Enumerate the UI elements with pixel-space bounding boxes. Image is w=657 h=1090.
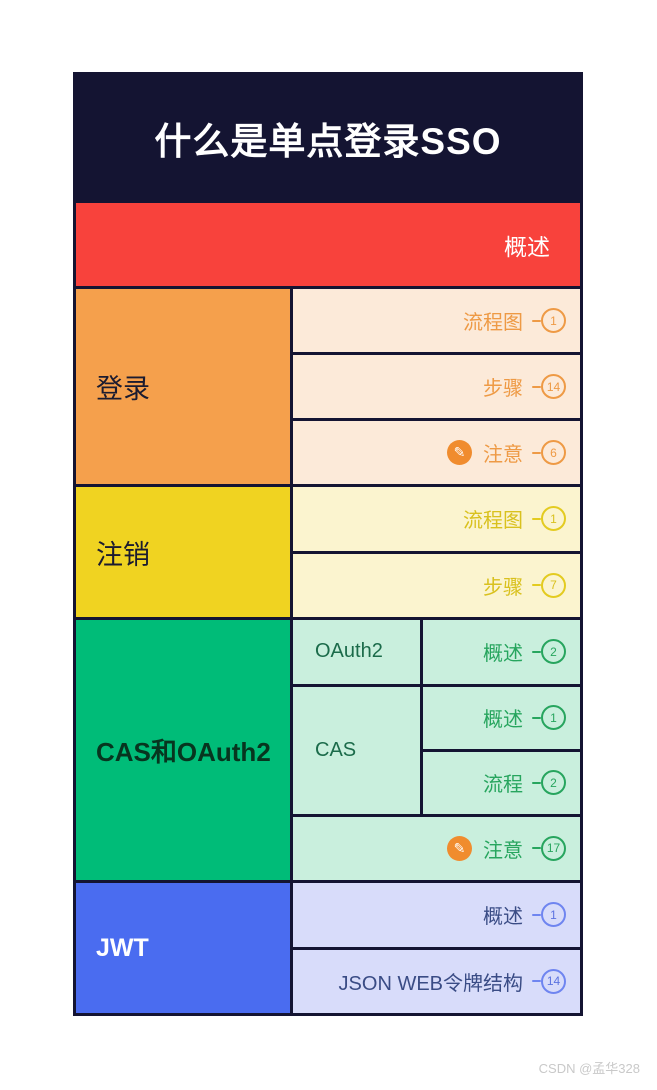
oauth2-row: OAuth2 概述 2 <box>293 620 580 684</box>
cas-leaf-column: 概述 1 流程 2 <box>423 686 580 814</box>
leaf-label: 流程图 <box>463 510 523 533</box>
badge-count: 6 <box>541 440 566 465</box>
collapse-badge[interactable]: 14 <box>532 968 566 994</box>
section-jwt: JWT 概述 1 JSON WEB令牌结构 14 <box>76 883 580 1013</box>
badge-count: 2 <box>541 639 566 665</box>
logout-leaves: 流程图 1 步骤 7 <box>293 487 580 617</box>
collapse-badge[interactable]: 1 <box>532 506 566 532</box>
badge-dash-icon <box>532 913 541 916</box>
leaf-cas-note[interactable]: ✎ 注意 17 <box>293 816 580 880</box>
pencil-note-icon: ✎ <box>447 835 472 861</box>
section-login: 登录 流程图 1 步骤 14 ✎ 注意 6 <box>76 289 580 484</box>
badge-dash-icon <box>532 980 541 983</box>
leaf-label: 注意 <box>483 839 523 862</box>
leaf-oauth2-overview[interactable]: 概述 2 <box>423 620 580 684</box>
leaf-label: JSON WEB令牌结构 <box>338 972 523 995</box>
collapse-badge[interactable]: 2 <box>532 770 566 795</box>
leaf-label: 流程 <box>483 774 523 796</box>
leaf-label: 流程图 <box>463 312 523 334</box>
leaf-logout-steps[interactable]: 步骤 7 <box>293 553 580 617</box>
node-cas[interactable]: CAS <box>293 686 420 814</box>
leaf-logout-flowchart[interactable]: 流程图 1 <box>293 487 580 551</box>
branch-overview[interactable]: 概述 <box>76 203 580 286</box>
section-logout: 注销 流程图 1 步骤 7 <box>76 487 580 617</box>
branch-login[interactable]: 登录 <box>76 289 290 484</box>
jwt-leaves: 概述 1 JSON WEB令牌结构 14 <box>293 883 580 1013</box>
collapse-badge[interactable]: 1 <box>532 308 566 333</box>
login-leaves: 流程图 1 步骤 14 ✎ 注意 6 <box>293 289 580 484</box>
leaf-label: 注意 <box>483 444 523 466</box>
leaf-label: 概述 <box>483 709 523 731</box>
branch-cas-oauth2[interactable]: CAS和OAuth2 <box>76 620 290 880</box>
badge-dash-icon <box>532 650 541 653</box>
badge-count: 17 <box>541 835 566 861</box>
branch-logout[interactable]: 注销 <box>76 487 290 617</box>
branch-jwt[interactable]: JWT <box>76 883 290 1013</box>
badge-dash-icon <box>532 385 541 388</box>
cas-row: CAS 概述 1 流程 2 <box>293 686 580 814</box>
cas-note-row: ✎ 注意 17 <box>293 816 580 880</box>
cas-right-grid: OAuth2 概述 2 CAS 概述 1 流程 <box>293 620 580 880</box>
csdn-watermark: CSDN @孟华328 <box>538 1061 640 1076</box>
leaf-login-flowchart[interactable]: 流程图 1 <box>293 289 580 352</box>
badge-dash-icon <box>532 781 541 784</box>
collapse-badge[interactable]: 6 <box>532 440 566 465</box>
leaf-cas-overview[interactable]: 概述 1 <box>423 686 580 749</box>
badge-count: 1 <box>541 506 566 532</box>
badge-count: 1 <box>541 902 566 928</box>
badge-count: 1 <box>541 705 566 730</box>
node-oauth2[interactable]: OAuth2 <box>293 620 420 684</box>
leaf-login-steps[interactable]: 步骤 14 <box>293 355 580 418</box>
leaf-label: 步骤 <box>483 378 523 400</box>
badge-count: 14 <box>541 968 566 994</box>
badge-count: 7 <box>541 572 566 598</box>
section-cas-oauth2: CAS和OAuth2 OAuth2 概述 2 CAS 概述 1 <box>76 620 580 880</box>
badge-dash-icon <box>532 517 541 520</box>
badge-count: 1 <box>541 308 566 333</box>
leaf-label: 概述 <box>483 906 523 929</box>
badge-dash-icon <box>532 319 541 322</box>
leaf-label: 概述 <box>483 643 523 666</box>
pencil-note-icon: ✎ <box>447 440 472 465</box>
collapse-badge[interactable]: 14 <box>532 374 566 399</box>
leaf-label: 步骤 <box>483 576 523 599</box>
collapse-badge[interactable]: 1 <box>532 902 566 928</box>
badge-dash-icon <box>532 451 541 454</box>
collapse-badge[interactable]: 17 <box>532 835 566 861</box>
mindmap-table: 什么是单点登录SSO 概述 登录 流程图 1 步骤 14 ✎ 注意 6 <box>73 72 583 1016</box>
collapse-badge[interactable]: 7 <box>532 572 566 598</box>
badge-dash-icon <box>532 716 541 719</box>
leaf-jwt-token-structure[interactable]: JSON WEB令牌结构 14 <box>293 949 580 1013</box>
leaf-jwt-overview[interactable]: 概述 1 <box>293 883 580 947</box>
collapse-badge[interactable]: 2 <box>532 639 566 665</box>
leaf-login-note[interactable]: ✎ 注意 6 <box>293 421 580 484</box>
badge-count: 14 <box>541 374 566 399</box>
leaf-cas-flow[interactable]: 流程 2 <box>423 751 580 814</box>
badge-dash-icon <box>532 847 541 850</box>
root-node-title[interactable]: 什么是单点登录SSO <box>76 75 580 200</box>
collapse-badge[interactable]: 1 <box>532 705 566 730</box>
badge-dash-icon <box>532 584 541 587</box>
badge-count: 2 <box>541 770 566 795</box>
